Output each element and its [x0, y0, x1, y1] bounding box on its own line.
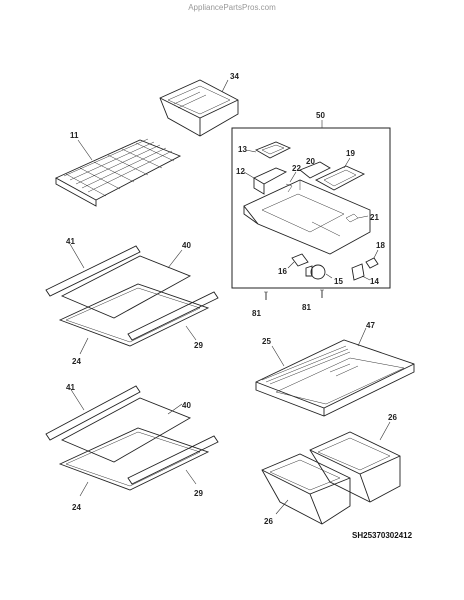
callout-40-upper: 40 — [182, 241, 191, 250]
callout-50: 50 — [316, 111, 325, 120]
part-34-bin — [159, 79, 239, 137]
callout-16: 16 — [278, 267, 287, 276]
part-12-socket — [253, 167, 288, 195]
part-25-crisper-cover-frame — [255, 339, 415, 417]
callout-20: 20 — [306, 157, 315, 166]
part-16-switch — [291, 253, 309, 267]
part-24-frame-upper — [58, 283, 210, 347]
diagram-code: SH25370302412 — [352, 531, 413, 540]
callout-26-upper: 26 — [388, 413, 397, 422]
callout-19: 19 — [346, 149, 355, 158]
part-24-frame-lower — [58, 427, 210, 491]
callout-12: 12 — [236, 167, 245, 176]
callout-34: 34 — [230, 72, 239, 81]
callout-18: 18 — [376, 241, 385, 250]
part-41-front-trim-upper — [45, 245, 141, 297]
callout-26-lower: 26 — [264, 517, 273, 526]
callout-14: 14 — [370, 277, 379, 286]
callout-15: 15 — [334, 277, 343, 286]
callout-22: 22 — [292, 164, 301, 173]
callout-29-lower: 29 — [194, 489, 203, 498]
part-29-rear-trim-lower — [127, 435, 219, 485]
part-29-rear-trim-upper — [127, 291, 219, 341]
callout-25: 25 — [262, 337, 271, 346]
part-26-drawer-right — [309, 431, 401, 503]
callout-21: 21 — [370, 213, 379, 222]
callout-11: 11 — [70, 131, 79, 140]
source-watermark: AppliancePartsPros.com — [188, 3, 276, 12]
assembly-50-frame — [231, 127, 391, 289]
part-11-wire-shelf — [54, 138, 182, 207]
callout-81-left: 81 — [252, 309, 261, 318]
part-26-drawer-left — [261, 453, 351, 525]
part-20-cover — [299, 161, 331, 179]
part-47-crisper-glass — [275, 357, 405, 405]
callout-81-right: 81 — [302, 303, 311, 312]
callout-47: 47 — [366, 321, 375, 330]
part-19-panel — [315, 165, 366, 191]
callout-41-upper: 41 — [66, 237, 75, 246]
callout-40-lower: 40 — [182, 401, 191, 410]
part-13-light-shield — [254, 141, 292, 159]
part-50-housing — [243, 179, 371, 255]
callout-29-upper: 29 — [194, 341, 203, 350]
callout-24-upper: 24 — [72, 357, 81, 366]
callout-41-lower: 41 — [66, 383, 75, 392]
part-40-glass-upper — [60, 255, 192, 319]
part-40-glass-lower — [60, 397, 192, 463]
callout-13: 13 — [238, 145, 247, 154]
part-15-bulb — [305, 264, 326, 280]
callout-24-lower: 24 — [72, 503, 81, 512]
part-41-front-trim-lower — [45, 385, 141, 441]
